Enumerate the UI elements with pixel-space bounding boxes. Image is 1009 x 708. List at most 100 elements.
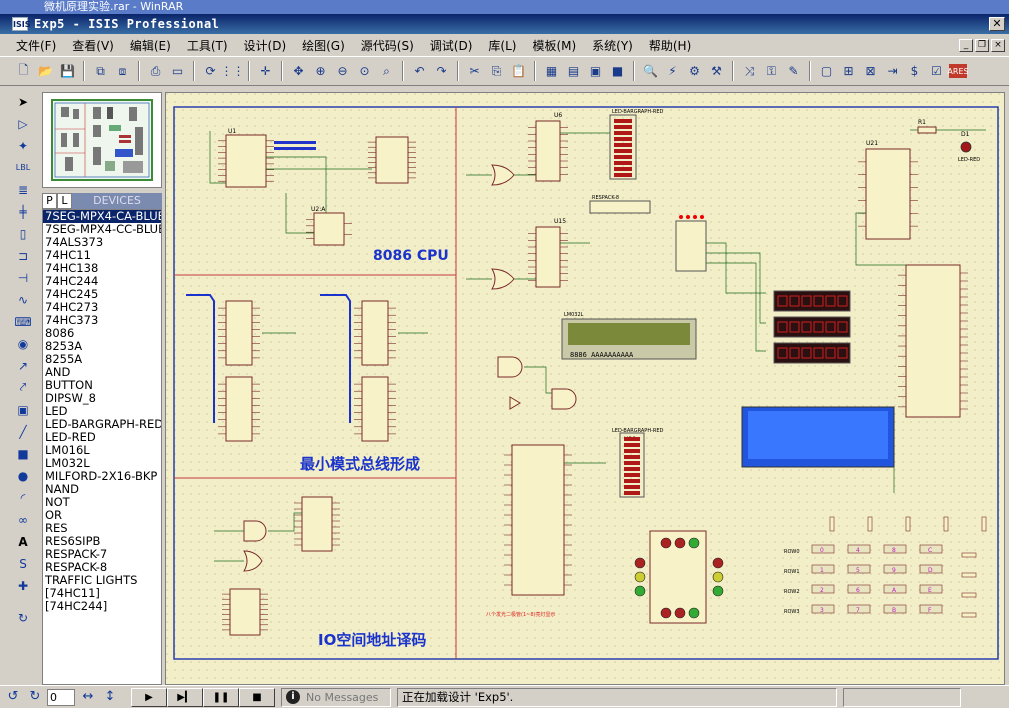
device-list-item[interactable]: 74HC244 <box>45 275 99 288</box>
ares-icon[interactable]: ARES <box>947 64 969 78</box>
menu-system[interactable]: 系统(Y) <box>592 38 633 53</box>
device-list-item[interactable]: BUTTON <box>45 379 93 392</box>
redraw-icon[interactable]: ⟳ <box>205 64 216 78</box>
text-2d-icon[interactable]: A <box>18 534 28 549</box>
device-list-item[interactable]: 7SEG-MPX4-CC-BLUE <box>45 223 161 236</box>
menu-help[interactable]: 帮助(H) <box>648 38 692 53</box>
new-file-icon[interactable]: 🗋 <box>18 62 29 77</box>
device-list-item[interactable]: 74HC11 <box>45 249 91 262</box>
new-sheet-icon[interactable]: ▢ <box>820 64 833 78</box>
menu-debug[interactable]: 调试(D) <box>429 38 473 53</box>
step-button[interactable]: ▶▎ <box>167 687 203 707</box>
rotate-ccw-icon[interactable]: ↺ <box>7 689 19 704</box>
search-tag-icon[interactable]: ⚿ <box>766 63 777 78</box>
zoom-area-icon[interactable]: ⌕ <box>383 63 390 78</box>
menu-view[interactable]: 查看(V) <box>72 38 114 53</box>
tape-recorder-icon[interactable]: ⌨ <box>14 314 32 329</box>
box-2d-icon[interactable]: ■ <box>17 446 29 461</box>
menu-graph[interactable]: 绘图(G) <box>302 38 345 53</box>
grid-icon[interactable]: ⋮⋮ <box>220 64 245 78</box>
wire-label-mode-icon[interactable]: LBL <box>15 163 31 172</box>
libraries-tab[interactable]: L <box>57 193 72 209</box>
open-file-icon[interactable]: 📂 <box>38 64 53 78</box>
arc-2d-icon[interactable]: ◜ <box>20 490 26 505</box>
device-list-item[interactable]: [74HC11] <box>45 587 100 600</box>
add-sheet-icon[interactable]: ⊞ <box>843 64 854 78</box>
device-pins-mode-icon[interactable]: ⊣ <box>17 270 29 285</box>
paste-icon[interactable]: 📋 <box>511 64 526 78</box>
menu-tools[interactable]: 工具(T) <box>186 38 228 53</box>
block-rotate-icon[interactable]: ▣ <box>589 64 602 78</box>
generator-mode-icon[interactable]: ◉ <box>17 336 29 351</box>
device-list-item[interactable]: 74HC138 <box>45 262 99 275</box>
device-list-item[interactable]: LED-RED <box>45 431 96 444</box>
bus-mode-icon[interactable]: ╪ <box>19 204 27 219</box>
device-list-item[interactable]: RESPACK-7 <box>45 548 108 561</box>
menu-template[interactable]: 模板(M) <box>532 38 577 53</box>
redo-icon[interactable]: ↷ <box>436 64 447 78</box>
current-probe-icon[interactable]: ⤤ <box>19 380 27 394</box>
make-device-icon[interactable]: ⚡ <box>668 64 677 78</box>
device-list-item[interactable]: TRAFFIC LIGHTS <box>45 574 138 587</box>
bom-icon[interactable]: $ <box>910 64 919 78</box>
pick-devices-tab[interactable]: P <box>42 193 57 209</box>
graph-mode-icon[interactable]: ∿ <box>17 292 29 307</box>
device-list-item[interactable]: NOT <box>45 496 70 509</box>
block-delete-icon[interactable]: ■ <box>611 64 624 78</box>
rotate-cw-icon[interactable]: ↻ <box>29 689 41 704</box>
copy-icon[interactable]: ⎘ <box>491 63 502 78</box>
line-2d-icon[interactable]: ╱ <box>19 424 27 439</box>
virtual-instruments-icon[interactable]: ▣ <box>17 402 29 417</box>
schematic-drawing[interactable]: 8086 CPU 最小模式总线形成 IO空间地址译码 U1 U2:A U6 U1… <box>166 93 1004 684</box>
device-list-item[interactable]: RES6SIPB <box>45 535 101 548</box>
circle-2d-icon[interactable]: ● <box>17 468 29 483</box>
text-script-mode-icon[interactable]: ≣ <box>17 182 29 197</box>
isis-app-icon[interactable]: ISIS <box>12 17 30 31</box>
stop-button[interactable]: ■ <box>239 687 275 707</box>
component-mode-icon[interactable]: ▷ <box>18 116 28 131</box>
undo-icon[interactable]: ↶ <box>414 64 425 78</box>
print-area-icon[interactable]: ▭ <box>171 64 184 78</box>
menu-design[interactable]: 设计(D) <box>243 38 287 53</box>
import-icon[interactable]: ⧉ <box>96 63 105 78</box>
save-icon[interactable]: 💾 <box>60 64 75 78</box>
device-list-item[interactable]: 7SEG-MPX4-CA-BLUE <box>43 210 161 223</box>
device-list-item[interactable]: [74HC244] <box>45 600 108 613</box>
device-list-item[interactable]: 74HC273 <box>45 301 99 314</box>
decompose-icon[interactable]: ⚒ <box>711 64 722 78</box>
menu-library[interactable]: 库(L) <box>488 38 517 53</box>
package-tool-icon[interactable]: ⚙ <box>689 64 700 78</box>
mdi-close-icon[interactable]: × <box>991 38 1005 52</box>
mdi-restore-icon[interactable]: ❐ <box>975 38 989 52</box>
device-list-item[interactable]: RESPACK-8 <box>45 561 108 574</box>
device-list-item[interactable]: 8086 <box>45 327 75 340</box>
device-list-item[interactable]: AND <box>45 366 71 379</box>
device-list-item[interactable]: 74ALS373 <box>45 236 104 249</box>
block-move-icon[interactable]: ▤ <box>567 64 580 78</box>
close-window-button[interactable]: ✕ <box>989 17 1005 31</box>
mdi-minimize-icon[interactable]: _ <box>959 38 973 52</box>
device-list-item[interactable]: LM032L <box>45 457 90 470</box>
overview-viewport[interactable] <box>51 99 153 181</box>
device-list-item[interactable]: 8255A <box>45 353 83 366</box>
path-2d-icon[interactable]: ∞ <box>18 512 28 527</box>
device-list-item[interactable]: 74HC245 <box>45 288 99 301</box>
marker-2d-icon[interactable]: ✚ <box>17 578 29 593</box>
device-list-item[interactable]: LED-BARGRAPH-RED <box>45 418 161 431</box>
wire-autorouter-icon[interactable]: ⤨ <box>744 63 755 78</box>
selection-mode-icon[interactable]: ➤ <box>17 94 29 109</box>
device-list-item[interactable]: OR <box>45 509 63 522</box>
play-button[interactable]: ▶ <box>131 687 167 707</box>
overview-window[interactable] <box>42 92 162 188</box>
menu-edit[interactable]: 编辑(E) <box>129 38 171 53</box>
pick-device-icon[interactable]: 🔍 <box>643 64 658 78</box>
device-list-item[interactable]: RES <box>45 522 68 535</box>
mirror-horizontal-icon[interactable]: ↔ <box>82 689 94 704</box>
schematic-canvas[interactable]: 8086 CPU 最小模式总线形成 IO空间地址译码 U1 U2:A U6 U1… <box>165 92 1005 685</box>
block-copy-icon[interactable]: ▦ <box>545 64 558 78</box>
property-assign-icon[interactable]: ✎ <box>788 64 799 78</box>
goto-child-icon[interactable]: ⇥ <box>887 64 898 78</box>
pause-button[interactable]: ❚❚ <box>203 687 239 707</box>
pan-icon[interactable]: ✥ <box>293 64 304 78</box>
rotation-angle-input[interactable] <box>47 688 75 706</box>
